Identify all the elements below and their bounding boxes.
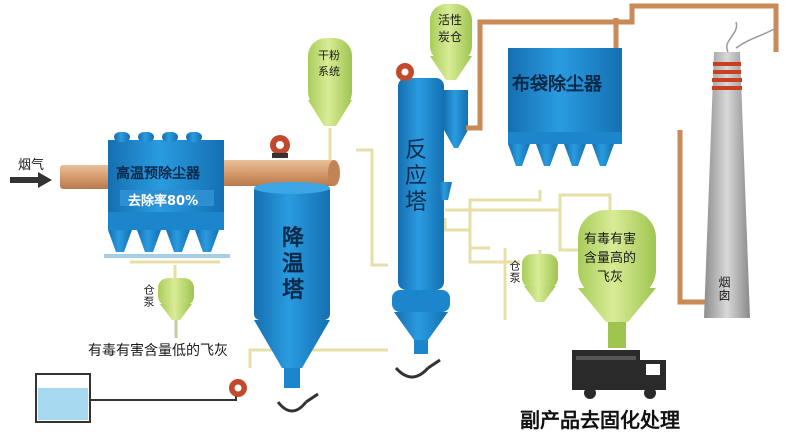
connector-lines — [130, 128, 612, 368]
precollector-rate: 去除率80% — [128, 194, 199, 209]
high-toxic-ash-label: 有毒有害 含量高的 飞灰 — [584, 232, 637, 285]
cooling-tower — [254, 182, 330, 388]
precollector-title: 高温预除尘器 — [116, 166, 200, 182]
dry-powder-silo-label: 干粉 系统 — [318, 49, 340, 78]
dry-powder-silo — [308, 38, 352, 126]
low-toxic-ash-label: 有毒有害含量低的飞灰 — [88, 343, 228, 359]
high-temp-precollector — [104, 132, 230, 258]
bag-filter — [508, 48, 622, 166]
conveyor-trough-left — [276, 392, 319, 413]
silo-pump-right-label: 仓泵 — [508, 260, 521, 284]
silo-pump-left-label: 仓泵 — [142, 284, 155, 308]
fan-icon-reactor — [396, 63, 414, 81]
fan-icon — [270, 135, 290, 158]
conveyor-trough-mid — [394, 358, 441, 379]
reactor-label: 反应塔 — [405, 138, 428, 215]
silo-pump-right — [522, 254, 558, 302]
activated-carbon-label: 活性 炭仓 — [438, 13, 463, 44]
bag-filter-label: 布袋除尘器 — [512, 74, 602, 95]
truck-icon — [572, 350, 666, 399]
flue-gas-inlet — [10, 165, 120, 189]
high-toxic-ash-silo — [578, 210, 656, 348]
chimney-label: 烟囱 — [717, 276, 731, 302]
silo-pump-left — [158, 278, 194, 338]
pump-icon — [229, 379, 247, 397]
smoke-puff — [726, 21, 777, 53]
chimney — [704, 52, 750, 318]
cooling-tower-label: 降温塔 — [282, 226, 305, 303]
main-duct — [224, 160, 340, 186]
reactor-tower — [392, 78, 468, 354]
byproduct-treatment-label: 副产品去固化处理 — [520, 408, 680, 432]
flue-gas-label: 烟气 — [18, 158, 45, 173]
water-tank — [35, 373, 237, 423]
activated-carbon-silo — [430, 4, 472, 80]
